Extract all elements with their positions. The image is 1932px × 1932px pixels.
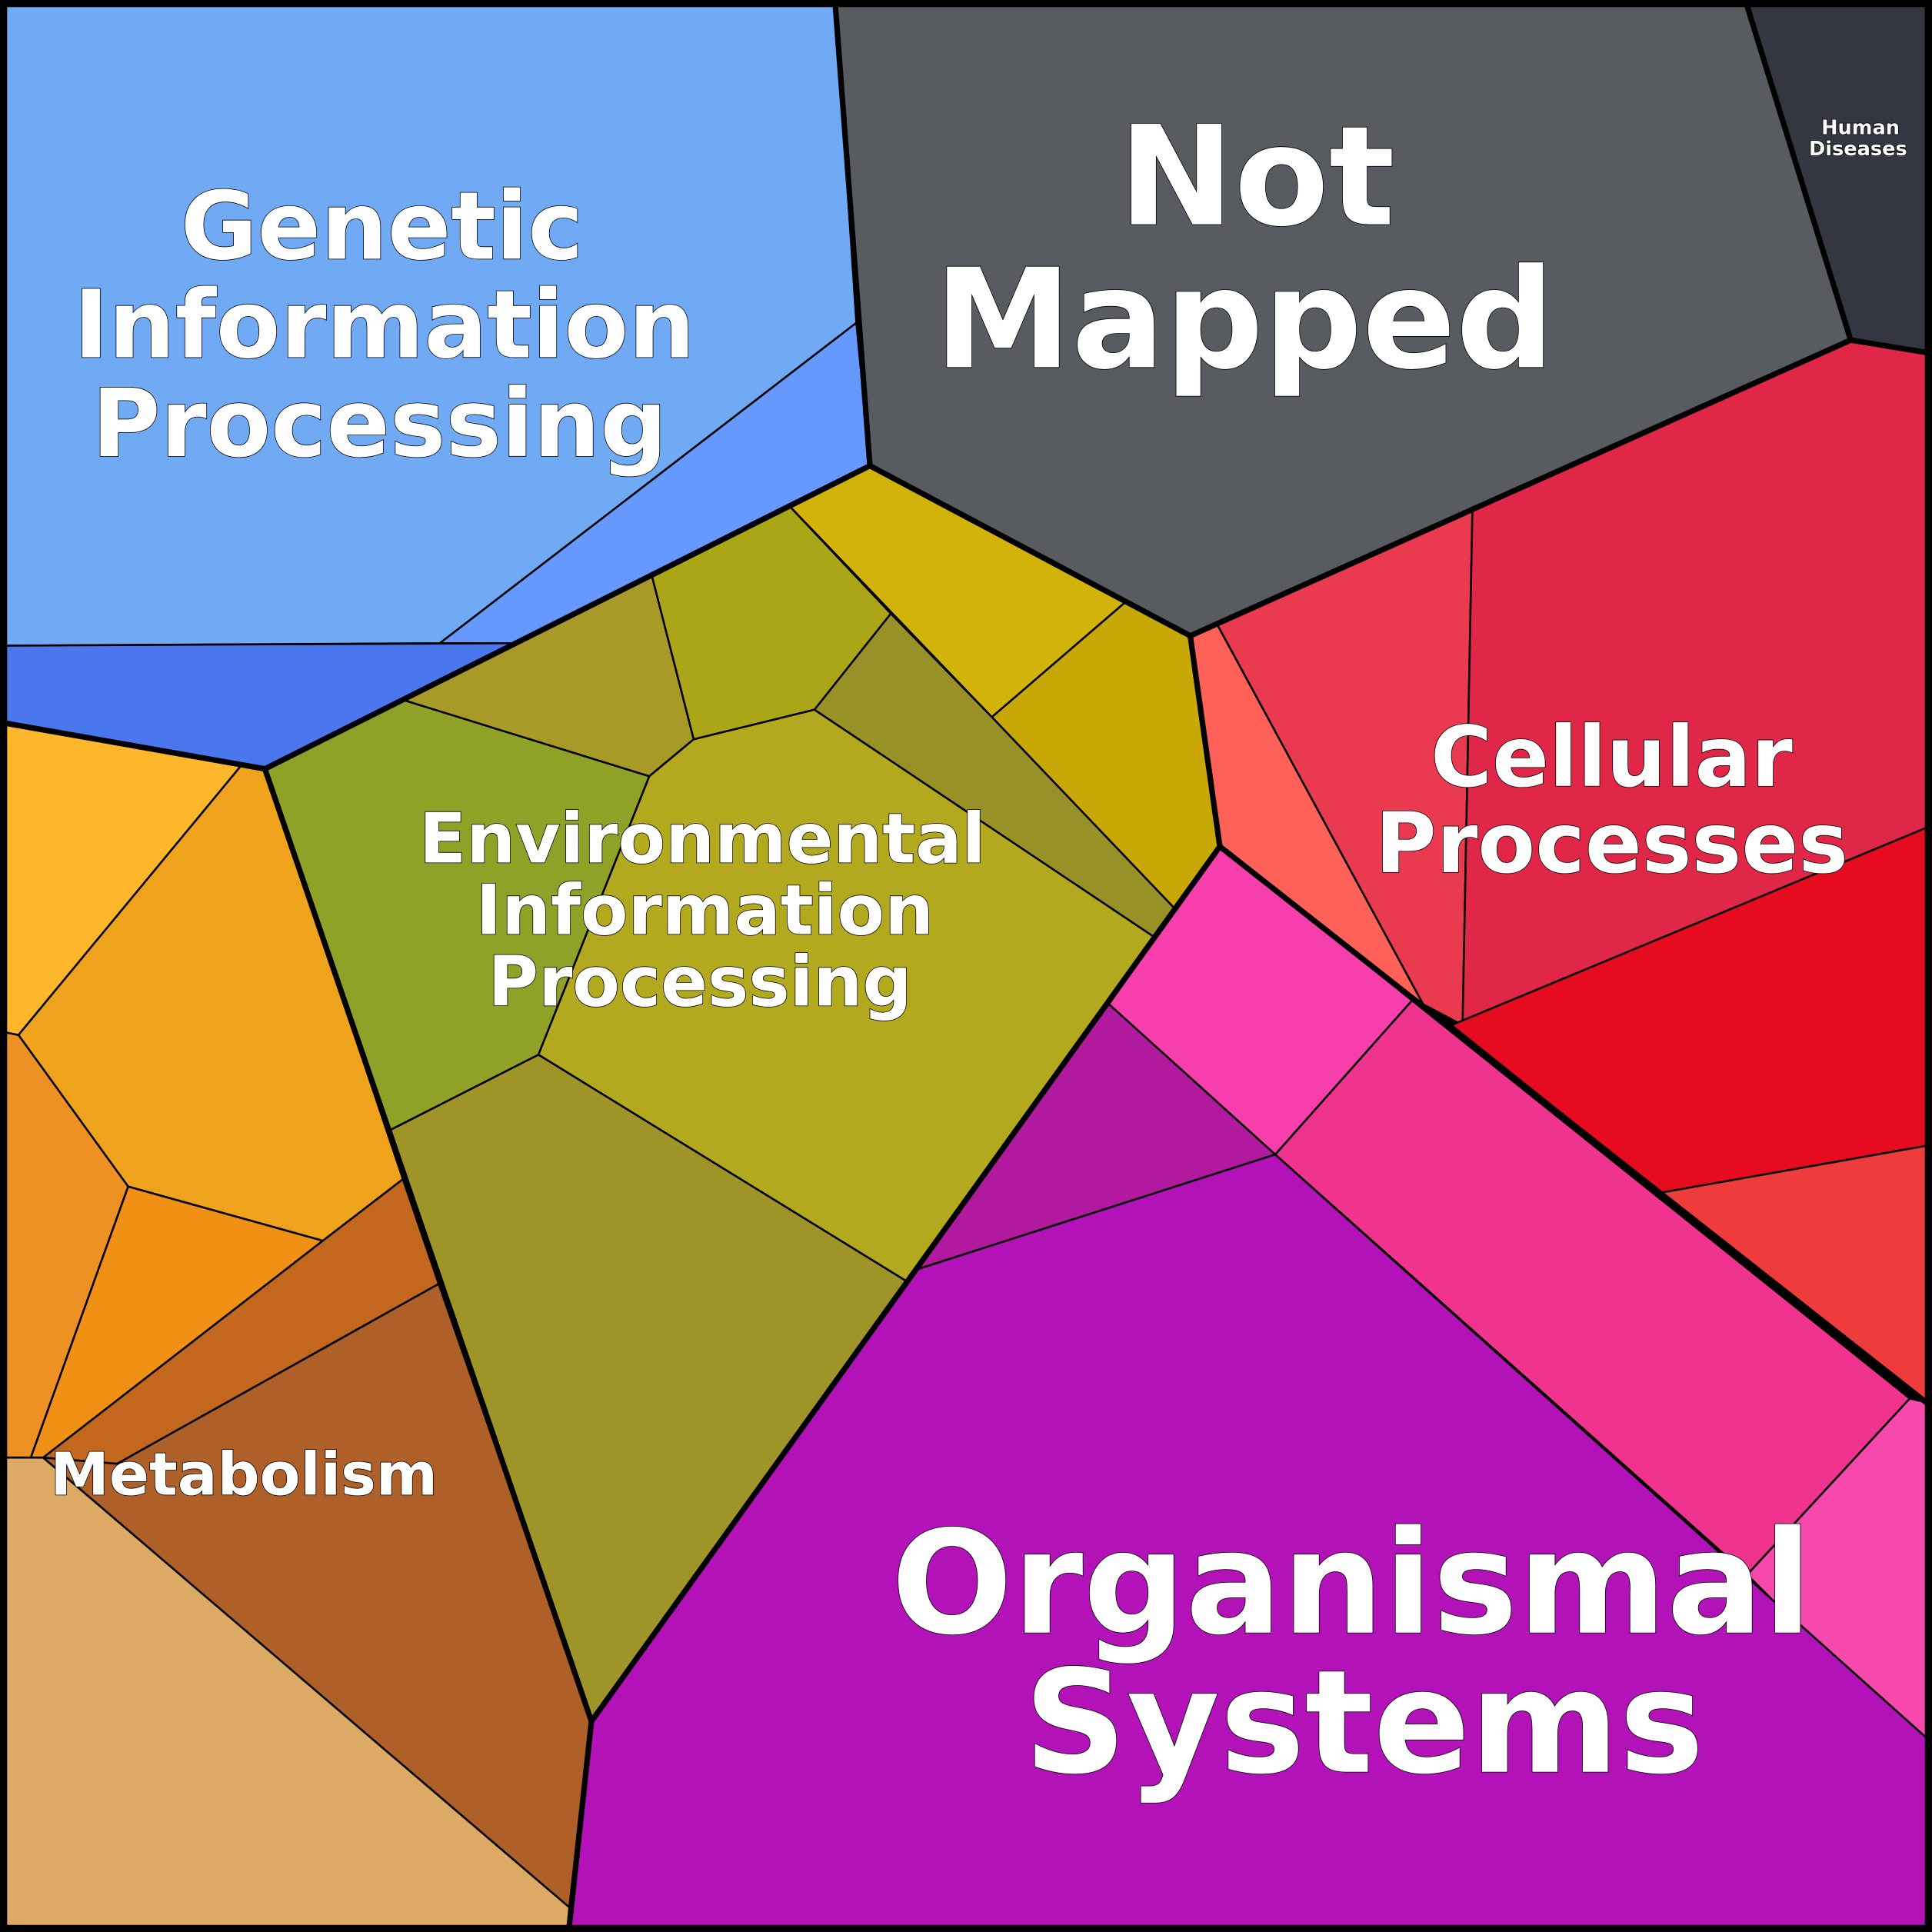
- label-genetic-line3: Processing: [92, 369, 667, 478]
- label-organismal-line2: Systems: [1024, 1640, 1704, 1806]
- label-genetic-line1: Genetic: [181, 172, 584, 281]
- label-genetic-line2: Information: [74, 271, 695, 380]
- label-environmental-line3: Processing: [488, 942, 911, 1022]
- label-not-mapped-line1: Not: [1118, 97, 1394, 258]
- label-cellular-line2: Processes: [1375, 794, 1848, 892]
- label-human-diseases-line2: Diseases: [1809, 138, 1907, 161]
- label-organismal-line1: Organismal: [891, 1501, 1812, 1667]
- label-cellular-line1: Cellular: [1431, 708, 1793, 806]
- label-not-mapped-line2: Mapped: [934, 239, 1555, 400]
- label-human-diseases-line1: Human: [1821, 117, 1900, 140]
- label-environmental-line1: Environmental: [419, 799, 985, 879]
- label-metabolism: Metabolism: [50, 1441, 438, 1509]
- label-environmental-line2: Information: [476, 871, 934, 951]
